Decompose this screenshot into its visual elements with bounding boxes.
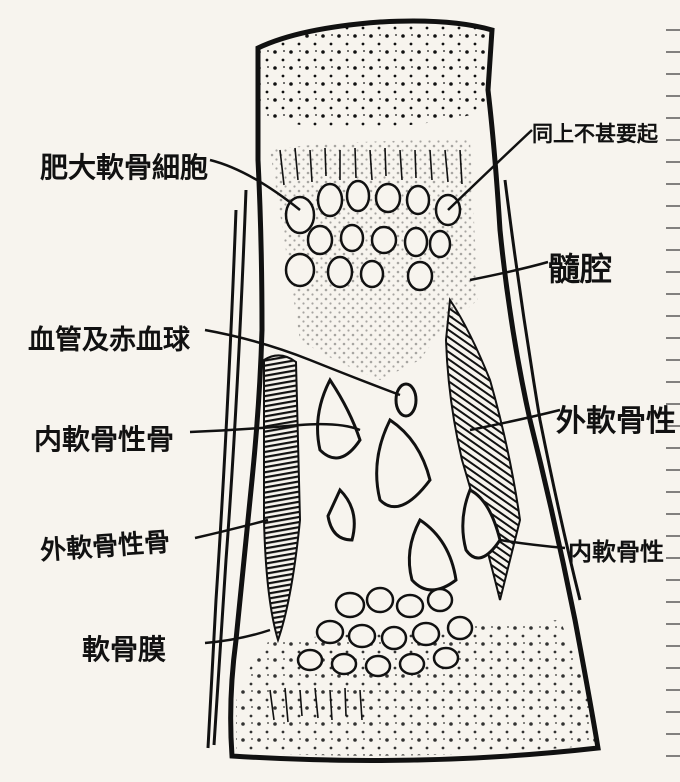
cropped-text-margin (666, 20, 680, 760)
label-same-above: 同上不甚要起 (532, 118, 658, 148)
label-endochondral-bone-right: 内軟骨性 (568, 532, 664, 567)
label-endochondral-bone-left: 内軟骨性骨 (34, 418, 174, 458)
label-perichondral-bone-right: 外軟骨性 (556, 396, 676, 440)
label-marrow-cavity: 髓腔 (548, 244, 612, 290)
label-hypertrophic-cartilage-cells: 肥大軟骨細胞 (40, 146, 208, 186)
label-vessels-and-red-cells: 血管及赤血球 (28, 318, 190, 357)
label-perichondrium: 軟骨膜 (82, 628, 166, 668)
